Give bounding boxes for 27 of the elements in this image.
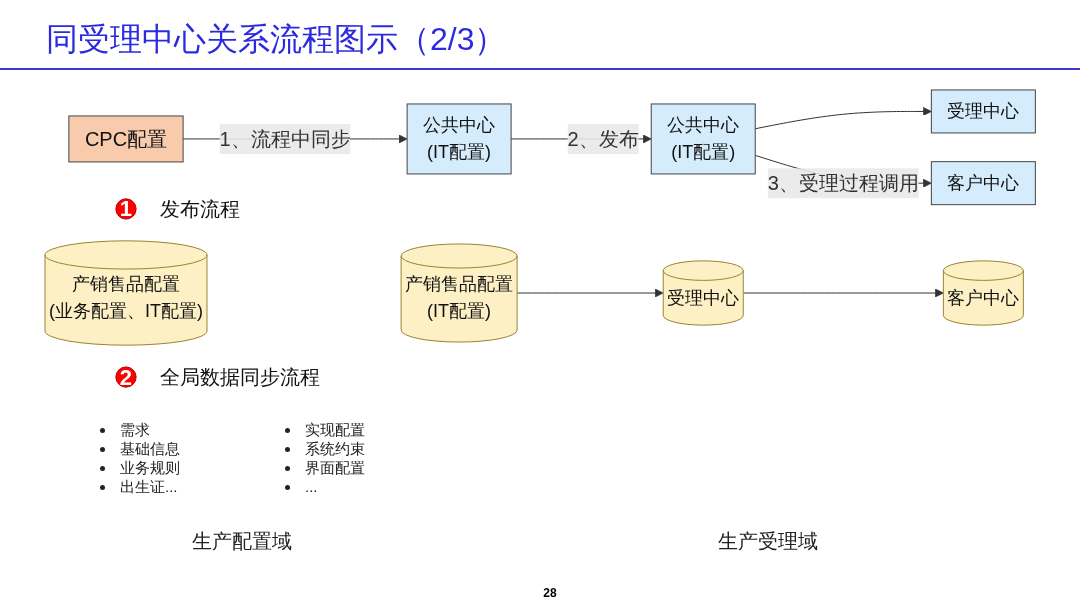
node-box: 受理中心	[930, 89, 1036, 134]
node-label: 全局数据同步流程	[159, 366, 320, 389]
bullet-text: 需求	[120, 421, 150, 438]
node-box: 公共中心 (IT配置)	[406, 103, 512, 175]
bullet-text: 界面配置	[305, 459, 365, 476]
bullet-text: 基础信息	[120, 440, 180, 457]
node-circle: 2	[115, 366, 137, 388]
node-label: 发布流程	[159, 197, 240, 220]
edge-label: 2、发布	[567, 127, 639, 150]
bullet-text: 出生证...	[120, 478, 178, 495]
edge-label: 1、流程中同步	[219, 127, 351, 150]
domain-label: 生产受理域	[718, 529, 818, 554]
domain-label: 生产配置域	[192, 529, 292, 554]
bullet-text: 业务规则	[120, 459, 180, 476]
edge-label: 3、受理过程调用	[767, 172, 919, 195]
slide-title: 同受理中心关系流程图示（2/3）	[46, 20, 507, 59]
bullet-text: 系统约束	[305, 440, 365, 457]
bullet-text: 实现配置	[305, 421, 365, 438]
node-box: CPC配置	[68, 115, 184, 163]
arrow	[742, 288, 944, 298]
node-circle: 1	[115, 198, 137, 220]
arrow	[516, 288, 664, 298]
node-box: 客户中心	[930, 161, 1036, 206]
arrow	[754, 107, 932, 130]
node-box: 公共中心 (IT配置)	[650, 103, 756, 175]
bullet-text: ...	[305, 478, 318, 495]
page-number: 28	[542, 586, 558, 600]
